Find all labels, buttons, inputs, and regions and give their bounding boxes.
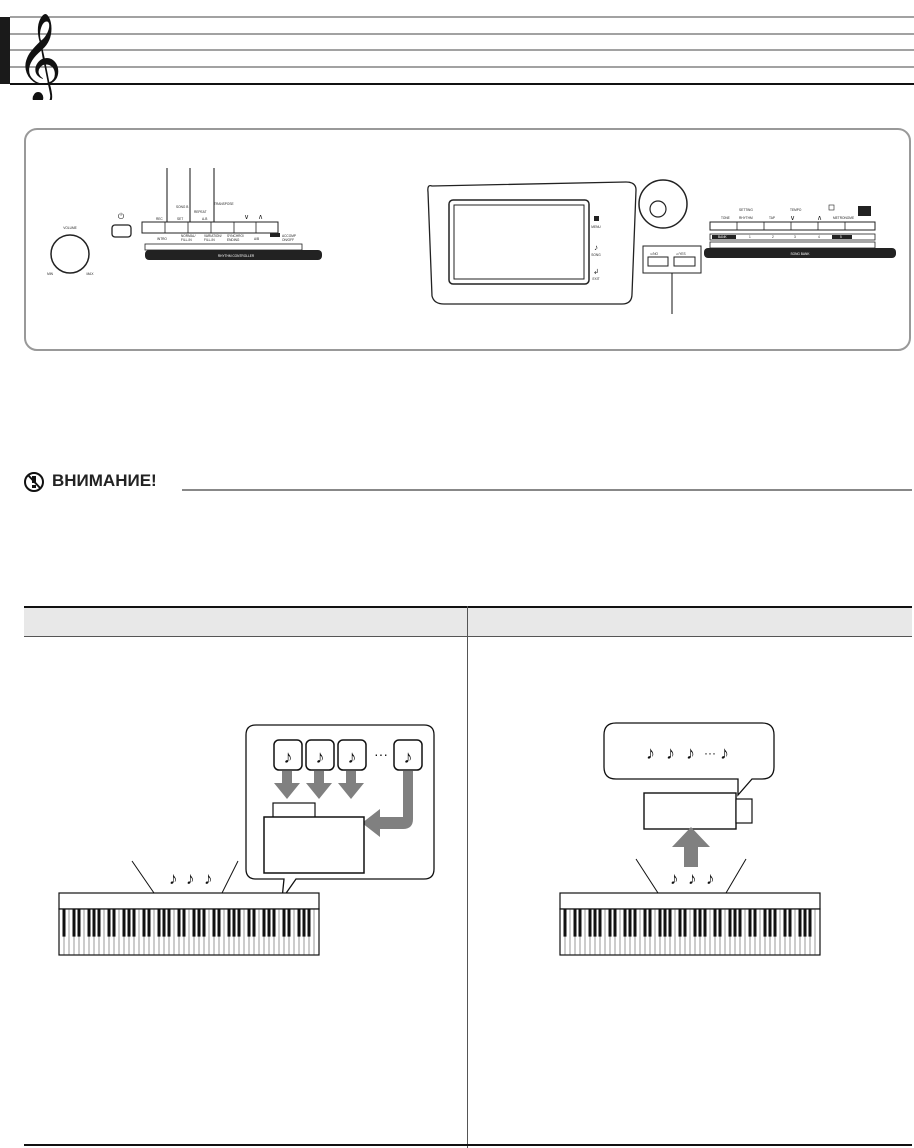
- treble-clef-icon: 𝄞: [16, 13, 62, 100]
- rhythm-controller-strip: INTRO NORMAL/ FILL-IN VARIATION/ FILL-IN…: [144, 233, 322, 260]
- svg-text:♪: ♪: [348, 747, 357, 767]
- svg-text:VARIATION/: VARIATION/: [204, 234, 222, 238]
- svg-text:A/B: A/B: [254, 237, 259, 241]
- left-recording-illustration: ♪ ♪ ♪ ··· ♪ ♪ ♪ ♪: [58, 724, 435, 956]
- svg-text:EXIT: EXIT: [592, 277, 599, 281]
- piano-left: [58, 892, 320, 956]
- svg-text:1: 1: [749, 235, 751, 239]
- control-panel-illustration: VOLUME MIN MAX ⏻ REC SET A-B SONG B REPE…: [24, 128, 912, 352]
- svg-text:SONG: SONG: [591, 253, 601, 257]
- svg-text:∨: ∨: [790, 215, 795, 222]
- svg-text:SONG B: SONG B: [176, 205, 188, 209]
- svg-text:4: 4: [818, 235, 820, 239]
- svg-text:ON/OFF: ON/OFF: [282, 238, 294, 242]
- svg-text:TEMPO: TEMPO: [790, 208, 802, 212]
- svg-text:♪: ♪: [670, 869, 679, 888]
- svg-text:MIN: MIN: [47, 272, 54, 276]
- svg-text:∧/YES: ∧/YES: [676, 252, 686, 256]
- table-header-rule: [24, 636, 912, 637]
- table-top-rule: [24, 606, 912, 608]
- svg-text:MAX: MAX: [87, 272, 95, 276]
- svg-text:♪: ♪: [284, 747, 293, 767]
- svg-text:♪: ♪: [686, 743, 695, 763]
- svg-text:∧: ∧: [258, 214, 263, 221]
- svg-text:♪: ♪: [594, 243, 598, 252]
- svg-text:METRONOME: METRONOME: [833, 216, 854, 220]
- staff-header: 𝄞: [0, 0, 914, 107]
- table-header-row: [24, 608, 912, 636]
- warning-rule: [182, 489, 912, 491]
- svg-text:∨/NO: ∨/NO: [650, 252, 659, 256]
- warning-header: ВНИМАНИЕ!: [24, 470, 914, 496]
- svg-text:NORMAL/: NORMAL/: [181, 234, 196, 238]
- svg-text:♪: ♪: [646, 743, 655, 763]
- svg-text:3: 3: [794, 235, 796, 239]
- volume-knob: VOLUME MIN MAX: [47, 226, 94, 276]
- svg-text:♪: ♪: [204, 869, 213, 888]
- svg-text:ACCOMP: ACCOMP: [282, 234, 296, 238]
- svg-text:♪: ♪: [169, 869, 178, 888]
- svg-text:···: ···: [374, 746, 388, 762]
- svg-text:♪: ♪: [706, 869, 715, 888]
- power-icon: ⏻: [118, 212, 125, 221]
- svg-text:ENDING: ENDING: [227, 238, 240, 242]
- svg-text:INTRO: INTRO: [157, 237, 167, 241]
- control-panel-svg: VOLUME MIN MAX ⏻ REC SET A-B SONG B REPE…: [24, 128, 911, 351]
- svg-text:♪: ♪: [316, 747, 325, 767]
- svg-text:RHYTHM: RHYTHM: [739, 216, 753, 220]
- svg-text:SONG BANK: SONG BANK: [791, 252, 811, 256]
- warning-icon: [24, 472, 44, 492]
- svg-text:♪: ♪: [404, 747, 413, 767]
- svg-text:SETTING: SETTING: [739, 208, 753, 212]
- svg-text:TONE: TONE: [721, 216, 730, 220]
- right-playback-illustration: ♪ ♪ ♪ ··· ♪ ♪ ♪ ♪: [559, 722, 821, 956]
- svg-text:♪: ♪: [720, 743, 729, 763]
- song-button-row: REC SET A-B SONG B REPEAT TRANSPOSE ∨ ∧: [141, 202, 279, 234]
- svg-text:REPEAT: REPEAT: [194, 210, 207, 214]
- table-bottom-rule: [24, 1144, 912, 1146]
- down-arrows: [274, 771, 413, 837]
- svg-text:SYNCHRO/: SYNCHRO/: [227, 234, 244, 238]
- piano-right: [559, 892, 821, 956]
- svg-text:∧: ∧: [817, 215, 822, 222]
- svg-text:↲: ↲: [593, 268, 599, 276]
- note-card-2: ♪: [305, 739, 335, 771]
- note-card-4: ♪: [393, 739, 423, 771]
- svg-text:SET: SET: [177, 217, 183, 221]
- note-card-3: ♪: [337, 739, 367, 771]
- svg-text:REC: REC: [156, 217, 163, 221]
- svg-text:♪: ♪: [688, 869, 697, 888]
- comparison-table: ♪ ♪ ♪ ··· ♪ ♪ ♪ ♪ ♪ ♪ ♪ ··· ♪: [24, 606, 912, 1148]
- value-buttons: ∨/NO ∧/YES: [642, 245, 702, 314]
- svg-text:5: 5: [840, 235, 842, 239]
- svg-text:TAP: TAP: [769, 216, 775, 220]
- usb-plug: [735, 798, 753, 824]
- svg-text:VOLUME: VOLUME: [63, 226, 76, 230]
- svg-text:FILL-IN: FILL-IN: [204, 238, 215, 242]
- storage-device: [643, 792, 737, 830]
- svg-text:TRANSPOSE: TRANSPOSE: [214, 202, 234, 206]
- staff-lines-graphic: 𝄞: [0, 13, 914, 107]
- svg-text:BANK: BANK: [718, 235, 728, 239]
- lcd-display: MENU ♪ SONG ↲ EXIT: [427, 181, 637, 305]
- speech-bubble: [603, 722, 775, 797]
- up-arrow: [672, 827, 710, 867]
- dial-knob: [638, 179, 688, 229]
- folder-body: [263, 816, 365, 874]
- power-button: ⏻: [111, 212, 132, 238]
- svg-text:♪: ♪: [666, 743, 675, 763]
- table-column-divider: [467, 606, 468, 1148]
- svg-text:2: 2: [772, 235, 774, 239]
- svg-text:RHYTHM CONTROLLER: RHYTHM CONTROLLER: [218, 254, 255, 258]
- svg-text:A-B: A-B: [202, 217, 207, 221]
- svg-text:FILL-IN: FILL-IN: [181, 238, 192, 242]
- svg-text:♪: ♪: [186, 869, 195, 888]
- svg-text:MENU: MENU: [591, 225, 601, 229]
- svg-text:∨: ∨: [244, 214, 249, 221]
- warning-title: ВНИМАНИЕ!: [52, 471, 157, 490]
- svg-text:···: ···: [704, 746, 716, 760]
- right-button-rows: SETTING TEMPO TONE RHYTHM TAP ∨ ∧ METRON…: [704, 204, 896, 258]
- note-card-1: ♪: [273, 739, 303, 771]
